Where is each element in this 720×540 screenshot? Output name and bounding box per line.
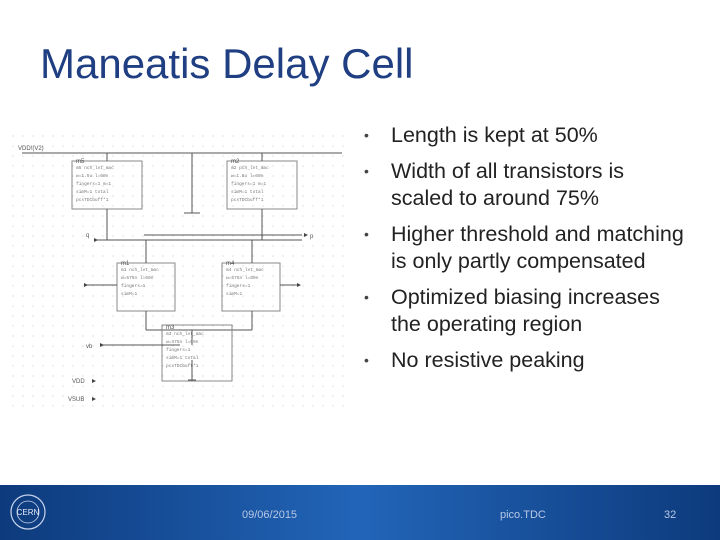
svg-text:m5 nch_lvt_mac: m5 nch_lvt_mac <box>76 165 114 171</box>
svg-text:w=1.5u l=60n: w=1.5u l=60n <box>231 173 264 179</box>
bullet-item: •Length is kept at 50% <box>360 122 690 150</box>
transistor-label-m2: m2 <box>231 159 240 165</box>
net-label-vdd: VDD <box>72 379 85 385</box>
svg-text:fingers=1: fingers=1 <box>166 347 191 353</box>
net-label-q: q <box>86 233 89 239</box>
net-label-vdd-top: VDD!(V2) <box>18 146 44 152</box>
bullet-dot-icon: • <box>364 351 369 368</box>
svg-text:fingers=1: fingers=1 <box>121 283 146 289</box>
bullet-list: •Length is kept at 50% •Width of all tra… <box>360 122 690 382</box>
svg-text:fingers=1: fingers=1 <box>226 283 251 289</box>
cern-logo-icon: CERN <box>10 494 46 530</box>
svg-text:simM=1: simM=1 <box>121 291 138 297</box>
svg-text:fingers=1 m=1: fingers=1 m=1 <box>231 181 266 187</box>
bullet-item: •No resistive peaking <box>360 347 690 375</box>
svg-text:m4 nch_lvt_mac: m4 nch_lvt_mac <box>226 267 264 273</box>
svg-text:w=575n l=60n: w=575n l=60n <box>226 275 259 281</box>
footer-page-number: 32 <box>664 509 677 521</box>
svg-text:simM=1 total: simM=1 total <box>166 355 199 361</box>
svg-text:fingers=1 m=1: fingers=1 m=1 <box>76 181 111 187</box>
net-label-p: p <box>310 234 314 240</box>
transistor-label-m5: m5 <box>76 159 85 165</box>
svg-text:CERN: CERN <box>17 508 40 517</box>
footer-date: 09/06/2015 <box>242 509 298 521</box>
svg-text:m3 nch_lvt_mac: m3 nch_lvt_mac <box>166 331 204 337</box>
svg-text:w=375n l=60n: w=375n l=60n <box>166 339 199 345</box>
svg-text:simM=1: simM=1 <box>226 291 243 297</box>
svg-text:pcsTDCbuff*1: pcsTDCbuff*1 <box>166 363 199 369</box>
svg-text:simM=1 total: simM=1 total <box>76 189 109 195</box>
svg-text:m1 nch_lvt_mac: m1 nch_lvt_mac <box>121 267 159 273</box>
transistor-label-m1: m1 <box>121 261 130 267</box>
schematic-diagram: m5 nch_lvt_mac w=1.5u l=60n fingers=1 m=… <box>12 135 352 410</box>
net-label-vb: vb <box>86 344 93 350</box>
bullet-item: •Optimized biasing increases the operati… <box>364 284 660 337</box>
svg-text:simM=1 total: simM=1 total <box>231 189 264 195</box>
svg-text:w=1.5u l=60n: w=1.5u l=60n <box>76 173 109 179</box>
footer-project: pico.TDC <box>500 509 546 521</box>
bullet-dot-icon: • <box>364 127 369 143</box>
svg-text:w=575n l=60n: w=575n l=60n <box>121 275 154 281</box>
slide-title: Maneatis Delay Cell <box>40 40 414 87</box>
svg-text:pcsTDCbuff*1: pcsTDCbuff*1 <box>76 197 109 203</box>
footer-bar: CERN 09/06/2015 pico.TDC 32 <box>0 485 720 540</box>
svg-text:m2 pch_lvt_mac: m2 pch_lvt_mac <box>231 165 269 171</box>
bullet-item: •Higher threshold and matching is only p… <box>364 221 684 274</box>
transistor-label-m4: m4 <box>226 261 235 267</box>
bullet-dot-icon: • <box>364 225 369 242</box>
bullet-dot-icon: • <box>364 162 369 179</box>
transistor-label-m3: m3 <box>166 325 175 331</box>
net-label-vsub: VSUB <box>68 397 84 403</box>
bullet-dot-icon: • <box>364 288 369 305</box>
svg-text:pcsTDCbuff*1: pcsTDCbuff*1 <box>231 197 264 203</box>
bullet-item: •Width of all transistors is scaled to a… <box>364 158 624 211</box>
